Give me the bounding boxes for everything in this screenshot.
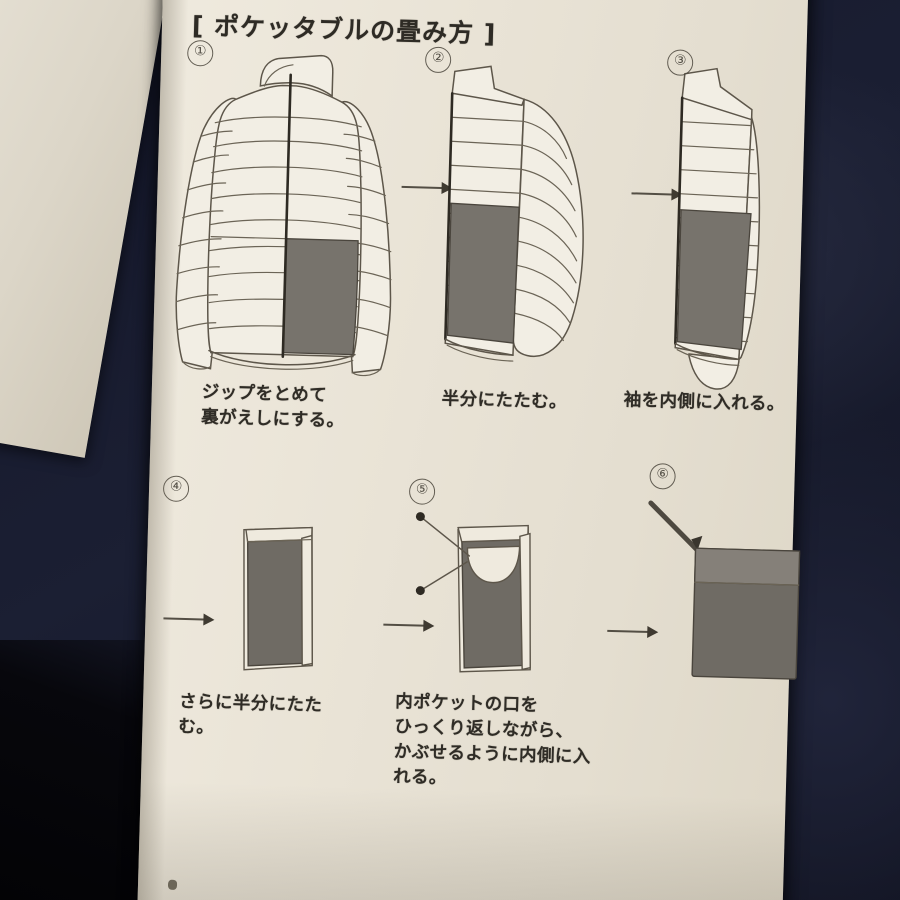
pocket-opening-strip xyxy=(457,524,529,543)
caption-line: 半分にたたむ。 xyxy=(441,389,568,413)
fold-edge xyxy=(301,534,313,667)
step-panel-1: ① xyxy=(166,39,405,431)
inner-pocket-patch xyxy=(282,238,359,356)
illustration-folded-half xyxy=(444,65,584,362)
flow-arrow-5-to-6 xyxy=(607,622,659,640)
zipper-line xyxy=(281,73,292,358)
pouch-pointer-arrow xyxy=(648,500,703,553)
step-caption-2: 半分にたたむ。 xyxy=(441,387,567,415)
illustration-pocket-opening xyxy=(415,512,531,673)
step-panel-4: ④ さらに半分にたたむ。 xyxy=(158,475,353,738)
step-caption-3: 袖を内側に入れる。 xyxy=(623,388,785,417)
caption-line: 裏がえしにする。 xyxy=(200,407,345,432)
step-panel-5: ⑤ 内ポケットの口を xyxy=(393,478,608,788)
step-panel-6: ⑥ xyxy=(636,462,832,680)
fold-edge xyxy=(519,532,531,671)
instruction-page: [ ポケッタブルの畳み方 ] ① xyxy=(136,0,809,900)
step-panel-3: ③ xyxy=(623,49,821,415)
page-shadow-bottom xyxy=(136,780,786,900)
inner-pocket-mouth xyxy=(466,545,521,584)
zipper-edge xyxy=(444,91,454,341)
caption-line: かぶせるように内側に入れる。 xyxy=(392,741,591,789)
inner-pocket-patch xyxy=(446,202,520,344)
flow-arrow-2-to-3 xyxy=(631,184,683,202)
step-caption-4: さらに半分にたたむ。 xyxy=(178,690,347,745)
pouch-flap-band xyxy=(694,547,801,586)
step-caption-1: ジップをとめて 裏がえしにする。 xyxy=(201,380,346,434)
illustration-folded-again xyxy=(243,526,313,671)
packed-body xyxy=(246,537,303,667)
illustration-finished-pouch xyxy=(648,500,801,680)
zipper-edge xyxy=(674,96,684,345)
page-content: [ ポケッタブルの畳み方 ] ① xyxy=(136,0,808,900)
flow-arrow-4-to-5 xyxy=(383,616,435,634)
caption-line: 袖を内側に入れる。 xyxy=(623,390,786,415)
page-smudge xyxy=(167,879,178,890)
inner-pocket-patch xyxy=(676,209,752,351)
caption-line: さらに半分にたたむ。 xyxy=(178,691,323,738)
step-panel-2: ② xyxy=(420,46,629,413)
step-caption-5: 内ポケットの口を ひっくり返しながら、 かぶせるように内側に入れる。 xyxy=(393,690,602,796)
page-title: [ ポケッタブルの畳み方 ] xyxy=(191,11,497,49)
illustration-sleeve-tucked xyxy=(674,67,761,390)
illustration-jacket-front xyxy=(175,54,392,377)
pocket-direction-arrows xyxy=(415,512,471,596)
